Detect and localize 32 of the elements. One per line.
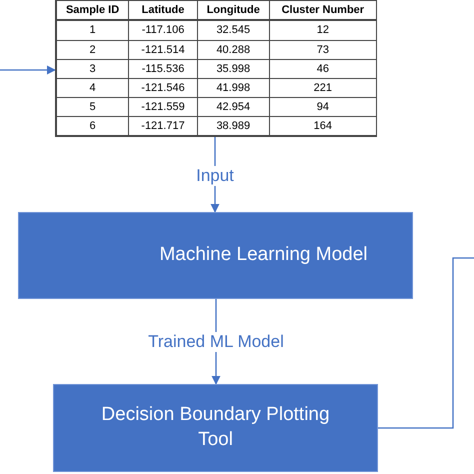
arrow — [0, 66, 56, 74]
table-cell: 73 — [269, 40, 376, 60]
table-cell: 1 — [56, 20, 129, 40]
table-cell: 46 — [269, 59, 376, 78]
table-cell: -117.106 — [128, 20, 198, 40]
table-cell: 35.998 — [197, 59, 270, 78]
table-cell: -121.559 — [128, 97, 198, 116]
table-cell: 2 — [56, 40, 129, 60]
header-cell: Sample ID — [56, 0, 129, 20]
table-cell: 4 — [56, 78, 129, 98]
table-cell: 41.998 — [197, 78, 270, 98]
process-box — [53, 384, 378, 472]
table-cell: 32.545 — [197, 20, 270, 40]
table-cell: 94 — [269, 97, 376, 116]
table-cell: 5 — [56, 97, 129, 116]
table-cell: 42.954 — [197, 97, 270, 116]
table-cell: -121.546 — [128, 78, 198, 98]
header-cell: Cluster Number — [269, 0, 376, 20]
data-table — [55, 0, 377, 137]
connector-line — [378, 257, 474, 429]
process-box — [18, 212, 413, 299]
edge-label: Trained ML Model — [146, 332, 286, 352]
box-title: Decision Boundary Plotting Tool — [100, 403, 331, 452]
table-cell: 221 — [269, 78, 376, 98]
table-cell: -115.536 — [128, 59, 198, 78]
header-cell: Latitude — [128, 0, 198, 20]
table-cell: -121.514 — [128, 40, 198, 60]
table-cell: 3 — [56, 59, 129, 78]
box-title: Machine Learning Model — [159, 243, 368, 268]
header-cell: Longitude — [197, 0, 270, 20]
table-cell: 40.288 — [197, 40, 270, 60]
table-cell: 12 — [269, 20, 376, 40]
